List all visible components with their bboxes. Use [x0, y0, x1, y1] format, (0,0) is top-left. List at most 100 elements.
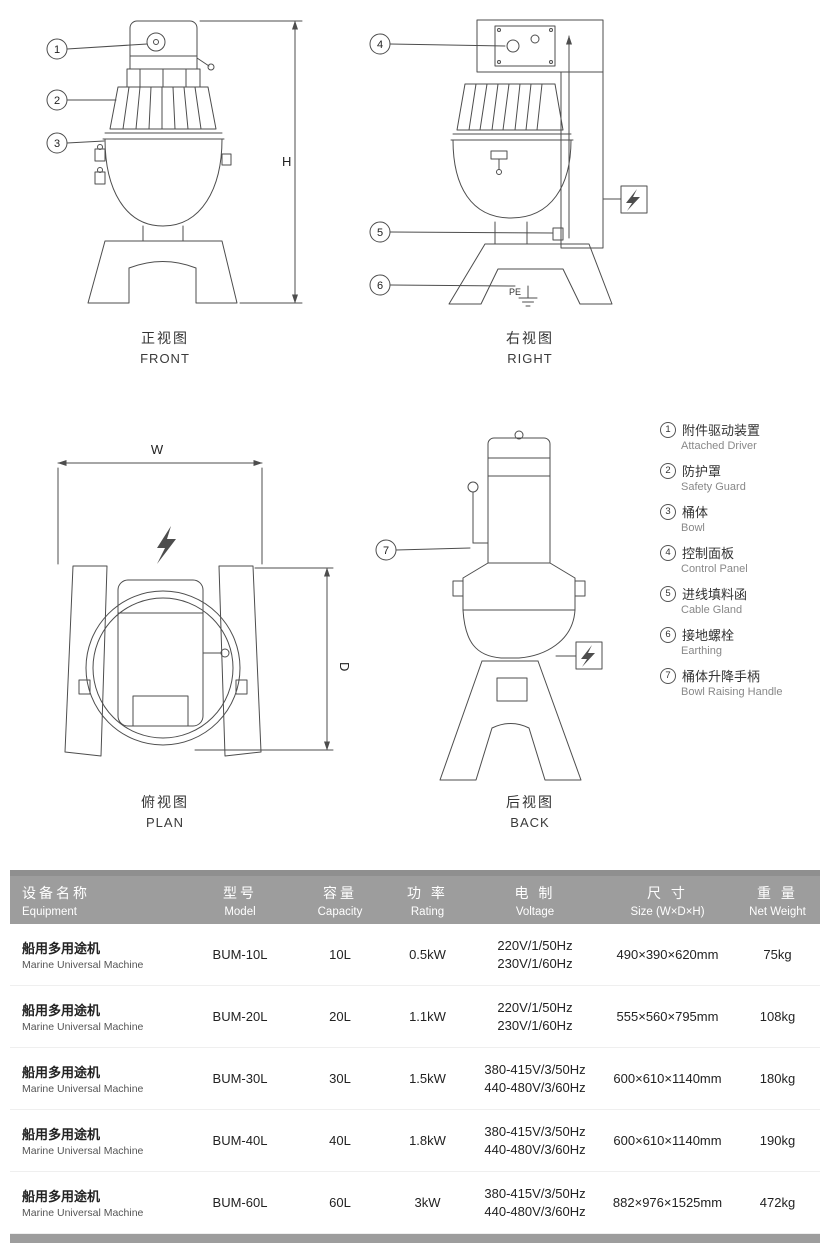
plan-view-drawing: W D [57, 442, 352, 757]
legend-label-zh: 防护罩 [682, 464, 722, 479]
cell-weight: 108kg [735, 985, 820, 1048]
back-mixer-outline [439, 430, 586, 781]
cell-rating: 3kW [385, 1171, 470, 1234]
back-title-zh: 后视图 [506, 794, 554, 810]
front-title-zh: 正视图 [141, 330, 189, 346]
legend-label-zh: 接地螺栓 [682, 628, 735, 643]
plan-title-zh: 俯视图 [141, 794, 189, 810]
front-callout-1: 1 [46, 38, 148, 60]
legend-num-circle: 7 [660, 667, 676, 684]
legend-num-circle: 2 [660, 462, 676, 479]
datasheet-page: { "page": {"line_color": "#4d4d4d", "hea… [10, 19, 830, 1243]
legend-label-en: Earthing [681, 645, 722, 657]
legend-item-bowl-raising-handle: 7 桶体升降手柄 Bowl Raising Handle [660, 666, 830, 698]
back-view-label: 后视图 BACK [455, 792, 605, 830]
cell-rating: 1.5kW [385, 1047, 470, 1110]
cell-capacity: 10L [295, 924, 385, 986]
cell-rating: 0.5kW [385, 924, 470, 986]
lightning-bolt-icon [157, 526, 176, 564]
legend-label-en: Bowl [681, 522, 705, 534]
legend-label-zh: 桶体升降手柄 [682, 669, 761, 684]
legend-label-en: Bowl Raising Handle [681, 686, 783, 698]
legend-label-zh: 附件驱动装置 [682, 423, 761, 438]
front-height-dimension [199, 20, 303, 304]
callout-number: 7 [383, 545, 389, 557]
right-callout-5: 5 [369, 221, 554, 243]
cell-size: 555×560×795mm [600, 985, 735, 1048]
legend-num-circle: 6 [660, 626, 676, 643]
legend-item-control-panel: 4 控制面板 Control Panel [660, 543, 830, 575]
right-callout-4: 4 [369, 33, 506, 55]
legend-label-en: Cable Gland [681, 604, 743, 616]
legend-label-en: Safety Guard [681, 481, 746, 493]
legend-label-zh: 桶体 [682, 505, 709, 520]
pe-label: PE [509, 287, 521, 297]
front-title-en: FRONT [140, 351, 190, 366]
back-view-drawing: 7 [375, 430, 603, 781]
cell-capacity: 20L [295, 985, 385, 1048]
right-view-drawing: PE 4 5 6 [369, 19, 648, 307]
front-callout-2: 2 [46, 89, 117, 111]
width-dim-label: W [151, 442, 164, 457]
legend-num-circle: 4 [660, 544, 676, 561]
pe-ground-symbol [518, 285, 538, 307]
cell-model: BUM-20L [185, 985, 295, 1048]
legend-label-zh: 控制面板 [682, 546, 735, 561]
cell-weight: 75kg [735, 924, 820, 986]
cell-model: BUM-10L [185, 924, 295, 986]
legend-num-circle: 1 [660, 421, 676, 438]
cell-rating: 1.1kW [385, 985, 470, 1048]
legend-label-en: Control Panel [681, 563, 748, 575]
table-footer-bar [10, 1234, 820, 1243]
callout-number: 3 [54, 138, 60, 150]
legend-item-cable-gland: 5 进线填料函 Cable Gland [660, 584, 830, 616]
cell-weight: 190kg [735, 1109, 820, 1172]
cell-size: 600×610×1140mm [600, 1047, 735, 1110]
right-title-en: RIGHT [507, 351, 553, 366]
legend-label-en: Attached Driver [681, 440, 757, 452]
lightning-bolt-icon [581, 645, 595, 667]
cell-capacity: 40L [295, 1109, 385, 1172]
plan-view-label: 俯视图 PLAN [90, 792, 240, 830]
front-callout-3: 3 [46, 132, 105, 154]
right-callout-6: 6 [369, 274, 516, 296]
lightning-bolt-icon [626, 189, 640, 211]
legend-item-safety-guard: 2 防护罩 Safety Guard [660, 461, 830, 493]
plan-title-en: PLAN [146, 815, 184, 830]
legend-num-circle: 5 [660, 585, 676, 602]
plan-mixer-outline [64, 565, 262, 757]
callout-number: 5 [377, 227, 383, 239]
legend-item-earthing: 6 接地螺栓 Earthing [660, 625, 830, 657]
legend-label-zh: 进线填料函 [682, 587, 748, 602]
cell-capacity: 60L [295, 1171, 385, 1234]
right-view-label: 右视图 RIGHT [455, 328, 605, 366]
cell-size: 882×976×1525mm [600, 1171, 735, 1234]
power-inlet-flag [555, 641, 603, 670]
cell-weight: 180kg [735, 1047, 820, 1110]
cell-weight: 472kg [735, 1171, 820, 1234]
depth-dim-label: D [337, 662, 352, 671]
callout-number: 4 [377, 39, 383, 51]
